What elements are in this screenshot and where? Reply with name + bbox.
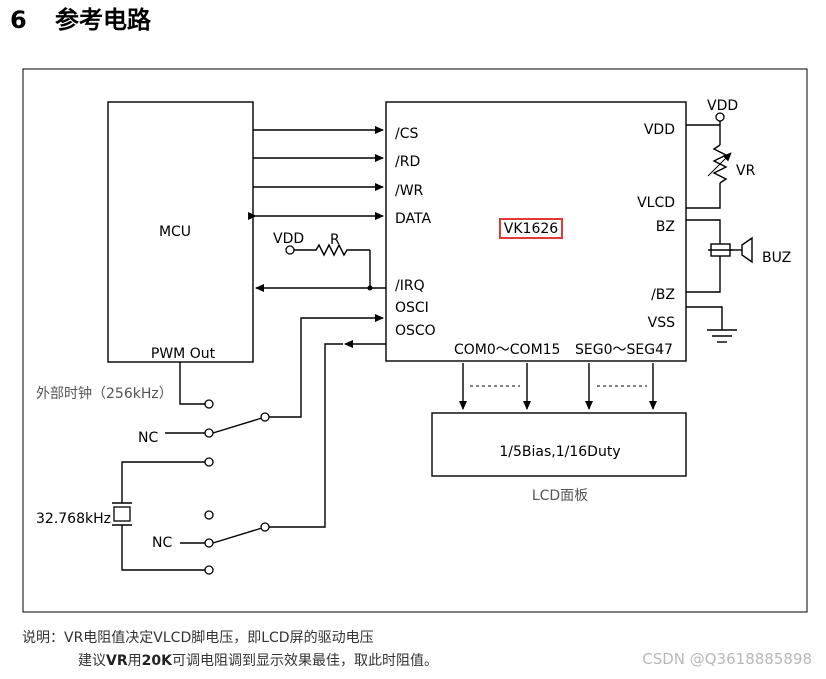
vr-wiper-arrow [707,152,732,177]
note-text-1: VR电阻值决定VLCD脚电压，即LCD屏的驱动电压 [64,630,374,646]
diagram-frame [22,68,808,613]
section-title: 参考电路 [55,6,152,34]
vdd-top-label: VDD [707,98,738,114]
pin-vdd: VDD [644,122,675,138]
chip-block [385,101,687,362]
pin-vss: VSS [648,315,675,331]
pin-data: DATA [395,211,431,227]
irq-junction-dot [367,285,373,291]
seg-label: SEG0～SEG47 [575,342,673,358]
ext-clock-terminal [204,399,214,409]
note-line-1: 说明：VR电阻值决定VLCD脚电压，即LCD屏的驱动电压 [22,627,374,647]
osco-wire [269,343,343,528]
watermark: CSDN @Q3618885898 [642,650,812,668]
vr-label: VR [736,163,756,179]
nbz-wire [686,256,721,293]
vss-wire [686,306,723,330]
pin-nbz: /BZ [651,287,675,303]
pin-bz: BZ [656,219,675,235]
switch-pivot-upper [260,412,270,422]
pin-osci: OSCI [395,300,429,316]
pullup-vdd-label: VDD [273,231,304,247]
note-text-2b: 用 [127,653,142,669]
crystal-upper-terminal [204,457,214,467]
pin-rd: /RD [395,154,420,170]
bz-wire [686,219,721,244]
mcu-label: MCU [159,224,191,240]
note-vr-bold: VR [106,653,128,669]
chip-name-highlight [499,218,563,239]
crystal-top-wire [121,461,205,503]
lcd-caption: LCD面板 [532,488,588,504]
com-label: COM0～COM15 [454,342,560,358]
nc-lower-terminal [204,538,214,548]
nc-label-upper: NC [138,430,158,446]
pin-cs: /CS [395,126,418,142]
switch-pivot-lower [260,522,270,532]
pullup-r-label: R [330,232,340,248]
crystal-bottom-wire [121,525,205,571]
vdd-terminal [715,112,725,122]
note-20k-bold: 20K [141,653,172,669]
note-line-2: 建议VR用20K可调电阻调到显示效果最佳，取此时阻值。 [78,650,438,670]
note-text-2c: 可调电阻调到显示效果最佳，取此时阻值。 [171,653,438,669]
switch-lever-lower [212,527,263,544]
switch-lever-upper [212,417,263,434]
pullup-vdd-terminal [285,245,295,255]
nc-upper-terminal [204,428,214,438]
crystal-label: 32.768kHz [36,511,111,527]
lcd-inner-label: 1/5Bias,1/16Duty [499,444,620,460]
open-terminal [204,510,214,520]
pullup-resistor [294,243,370,257]
note-prefix: 说明： [22,630,64,646]
pin-wr: /WR [395,183,424,199]
pin-vlcd: VLCD [637,195,675,211]
buz-label: BUZ [762,250,791,266]
vlcd-wire [686,183,721,209]
chip-name: VK1626 [504,221,558,237]
crystal-lower-terminal [204,565,214,575]
ext-clock-label: 外部时钟（256kHz） [36,385,173,402]
nc-label-lower: NC [152,535,172,551]
note-text-2a: 建议 [78,653,106,669]
crystal-icon [113,506,131,522]
lcd-panel [431,412,687,477]
pin-irq: /IRQ [395,278,425,294]
section-number: 6 [10,6,27,34]
pwm-out-label: PWM Out [151,346,216,362]
osci-wire [269,314,384,418]
pin-osco: OSCO [395,323,436,339]
buzzer-speaker-icon [741,236,753,264]
pwm-out-wire [179,362,205,405]
